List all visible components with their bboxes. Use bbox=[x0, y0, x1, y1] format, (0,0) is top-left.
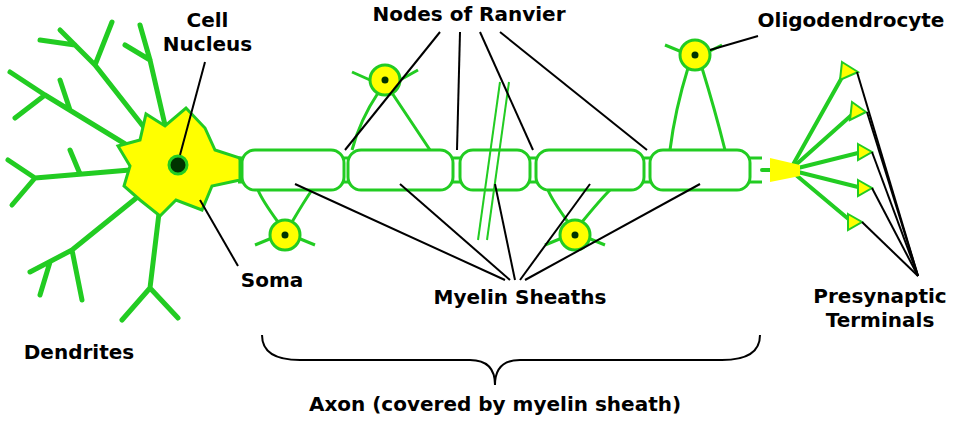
axon bbox=[238, 150, 762, 190]
part-label: Cell Nucleus bbox=[150, 8, 265, 56]
soma bbox=[118, 108, 240, 216]
part-label: Oligodendrocyte bbox=[735, 8, 967, 32]
part-label: Nodes of Ranvier bbox=[338, 2, 600, 26]
part-label: Dendrites bbox=[4, 340, 154, 364]
part-label: Myelin Sheaths bbox=[400, 285, 640, 309]
terminal-bouton bbox=[840, 62, 872, 230]
part-label: Axon (covered by myelin sheath) bbox=[195, 392, 795, 416]
oligodendrocyte-nucleus bbox=[282, 52, 699, 239]
oligodendrocyte-processes bbox=[255, 45, 725, 245]
axon-terminals bbox=[762, 72, 862, 222]
oligodendrocyte bbox=[270, 40, 710, 250]
part-label: Soma bbox=[222, 268, 322, 292]
axon-bracket bbox=[262, 335, 760, 385]
break-mark bbox=[478, 82, 509, 240]
leader-lines bbox=[180, 32, 918, 280]
nucleus bbox=[169, 156, 187, 174]
terminal-hub bbox=[770, 158, 800, 182]
part-label: Presynaptic Terminals bbox=[790, 284, 970, 332]
